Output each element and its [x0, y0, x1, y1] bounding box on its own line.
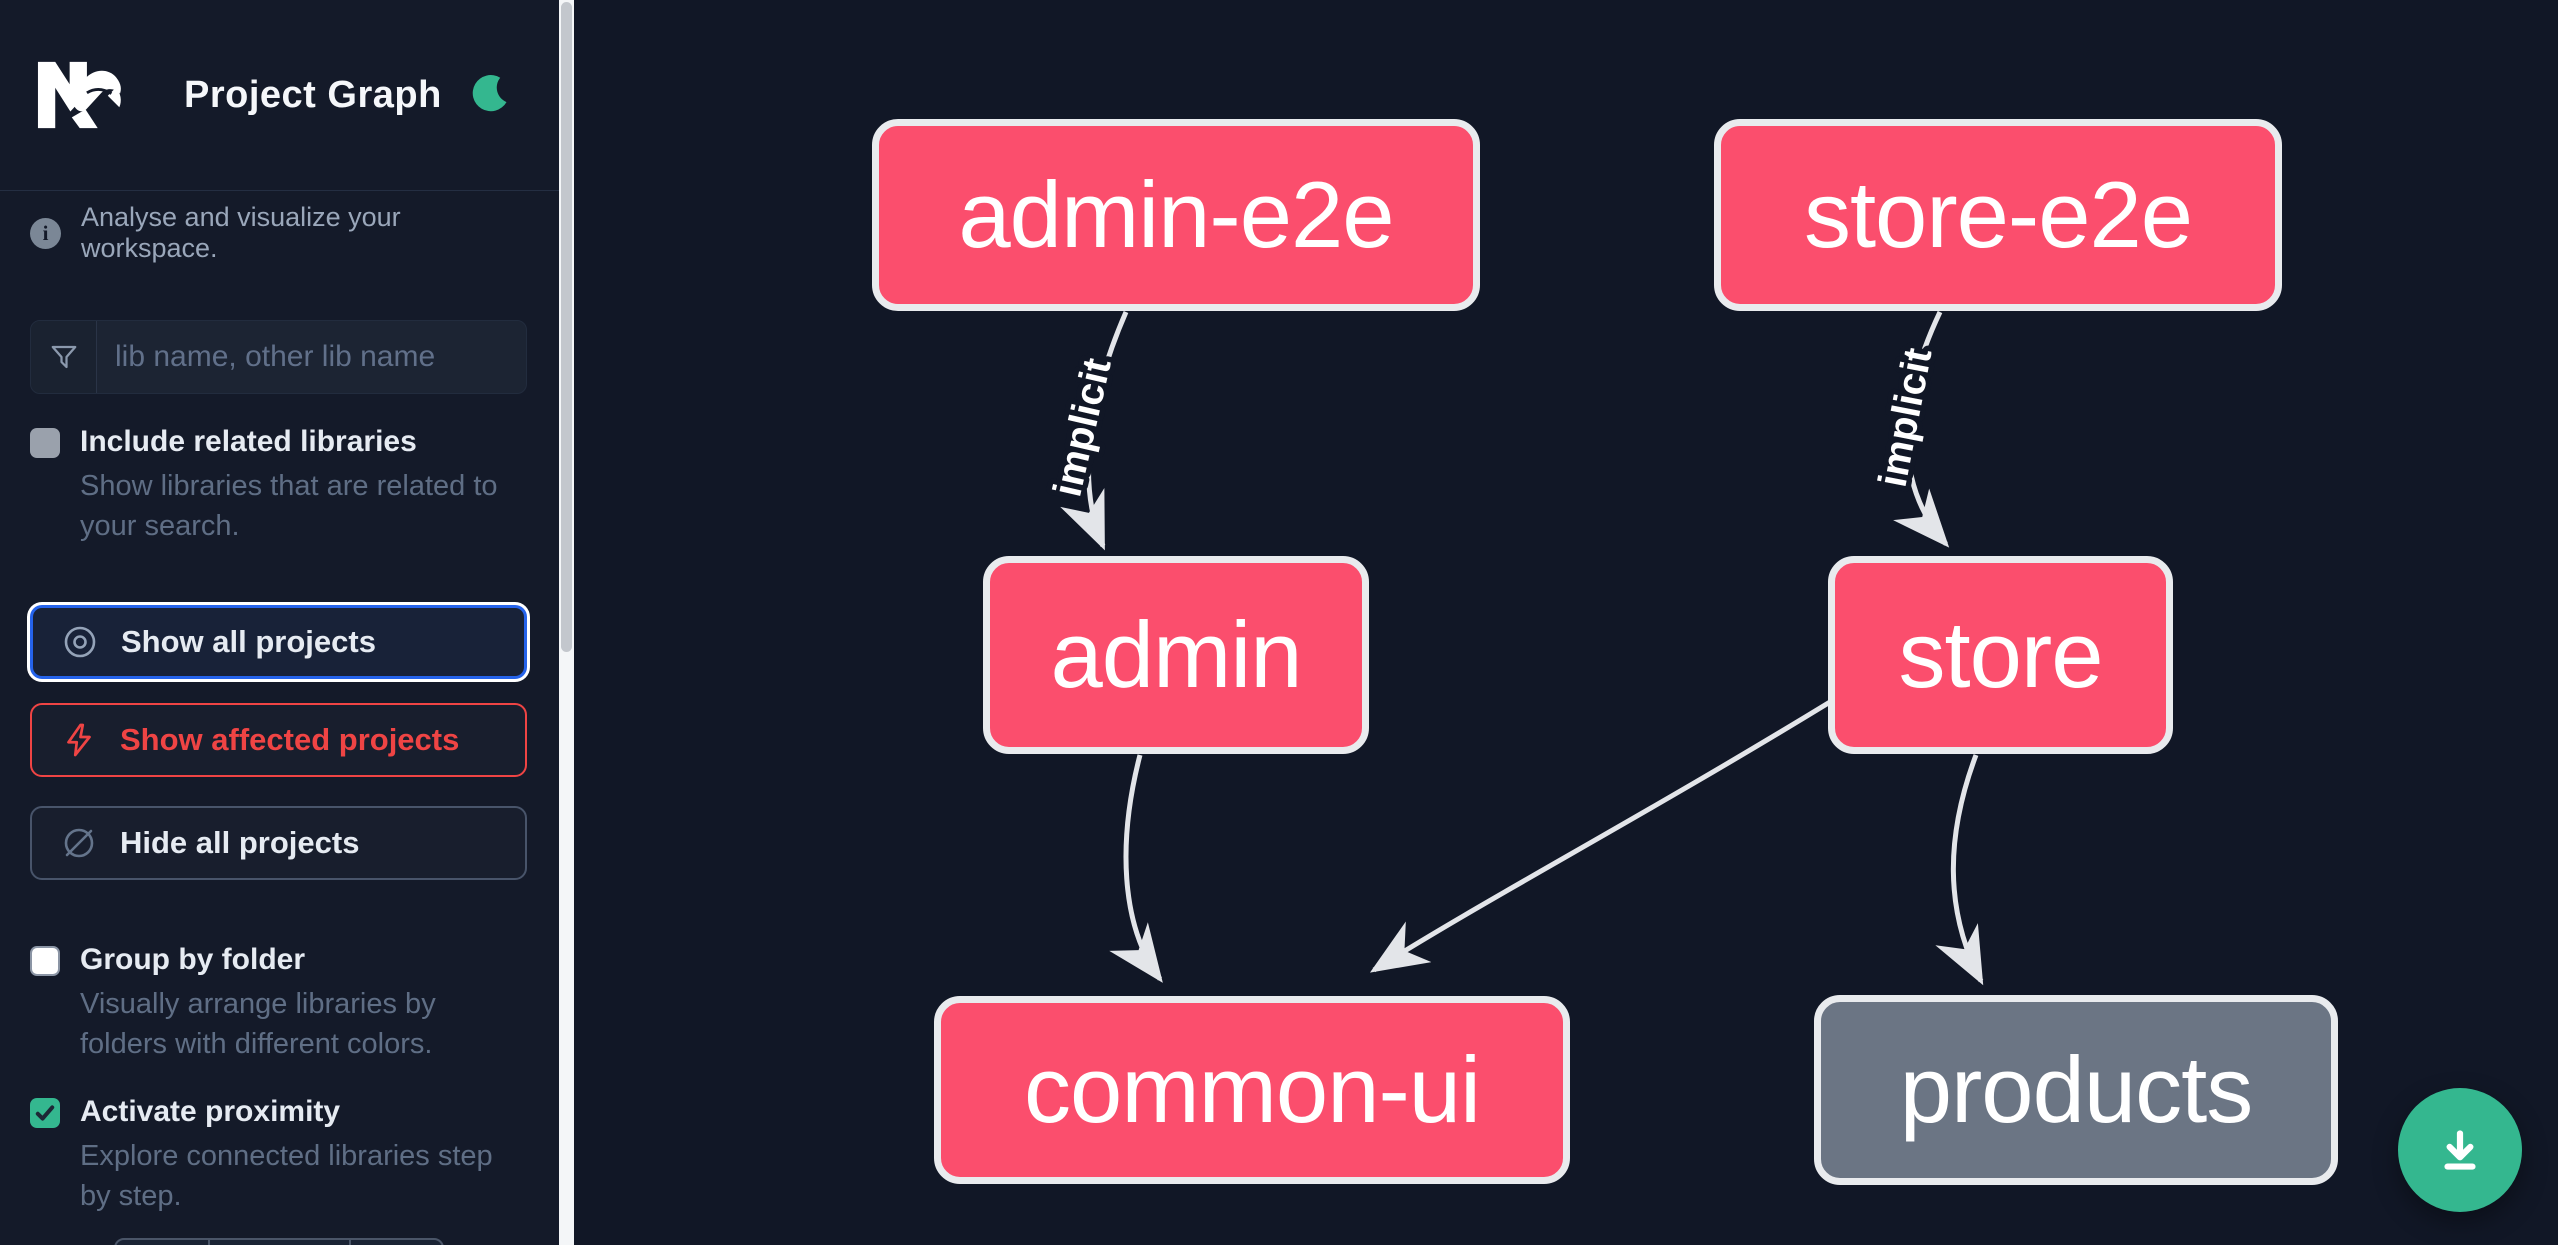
button-label: Show all projects — [121, 624, 376, 659]
graph-node-label: admin — [1050, 602, 1302, 707]
graph-node-label: admin-e2e — [958, 162, 1394, 267]
search-input[interactable] — [97, 321, 526, 393]
graph-node-common-ui[interactable]: common-ui — [934, 996, 1570, 1184]
graph-node-products[interactable]: products — [1814, 995, 2338, 1185]
sidebar: Project Graph i Analyse and visualize yo… — [0, 0, 560, 1245]
graph-node-label: common-ui — [1024, 1037, 1481, 1142]
segmented-control — [114, 1238, 444, 1245]
filter-funnel-icon — [31, 321, 97, 393]
search-box — [30, 320, 527, 394]
graph-node-admin[interactable]: admin — [983, 556, 1369, 754]
button-label: Show affected projects — [120, 722, 460, 757]
info-icon: i — [30, 217, 61, 249]
eye-off-icon — [60, 824, 98, 862]
graph-node-label: products — [1899, 1037, 2254, 1142]
segmented-control-option[interactable] — [349, 1238, 444, 1245]
eye-icon — [61, 623, 99, 661]
moon-icon[interactable] — [468, 73, 512, 117]
tagline-text: Analyse and visualize your workspace. — [81, 202, 401, 263]
button-label: Hide all projects — [120, 825, 360, 860]
checkbox-label: Activate proximity — [80, 1095, 341, 1128]
activate-proximity-checkbox[interactable] — [30, 1098, 60, 1128]
checkbox-description: Explore connected libraries step by step… — [80, 1140, 493, 1212]
sidebar-header: Project Graph — [0, 0, 560, 191]
segmented-control-option[interactable] — [114, 1238, 210, 1245]
checkbox-label: Include related libraries — [80, 425, 417, 458]
page-title: Project Graph — [184, 73, 442, 116]
download-icon — [2444, 1130, 2476, 1170]
sidebar-scrollbar-track[interactable] — [559, 0, 574, 1245]
checkbox-row-activate-proximity: Activate proximity Explore connected lib… — [30, 1094, 530, 1216]
graph-node-label: store-e2e — [1803, 162, 2193, 267]
graph-node-label: store — [1898, 602, 2104, 707]
graph-node-store[interactable]: store — [1828, 556, 2173, 754]
checkmark-icon — [35, 1105, 55, 1121]
checkbox-label: Group by folder — [80, 943, 305, 976]
graph-node-store-e2e[interactable]: store-e2e — [1714, 119, 2282, 311]
checkbox-row-group-by-folder: Group by folder Visually arrange librari… — [30, 942, 530, 1064]
checkbox-description: Visually arrange libraries by folders wi… — [80, 988, 436, 1060]
show-affected-projects-button[interactable]: Show affected projects — [30, 703, 527, 777]
group-by-folder-checkbox[interactable] — [30, 946, 60, 976]
sidebar-scrollbar-thumb[interactable] — [561, 2, 572, 652]
include-related-checkbox[interactable] — [30, 428, 60, 458]
nx-logo-icon — [37, 61, 121, 129]
tagline-row: i Analyse and visualize your workspace. — [30, 202, 536, 264]
download-image-button[interactable] — [2398, 1088, 2522, 1212]
checkbox-row-include-related: Include related libraries Show libraries… — [30, 424, 530, 546]
checkbox-description: Show libraries that are related to your … — [80, 470, 498, 542]
show-all-projects-button[interactable]: Show all projects — [30, 605, 527, 679]
graph-node-admin-e2e[interactable]: admin-e2e — [872, 119, 1480, 311]
hide-all-projects-button[interactable]: Hide all projects — [30, 806, 527, 880]
segmented-control-option[interactable] — [208, 1238, 351, 1245]
bolt-icon — [60, 721, 98, 759]
